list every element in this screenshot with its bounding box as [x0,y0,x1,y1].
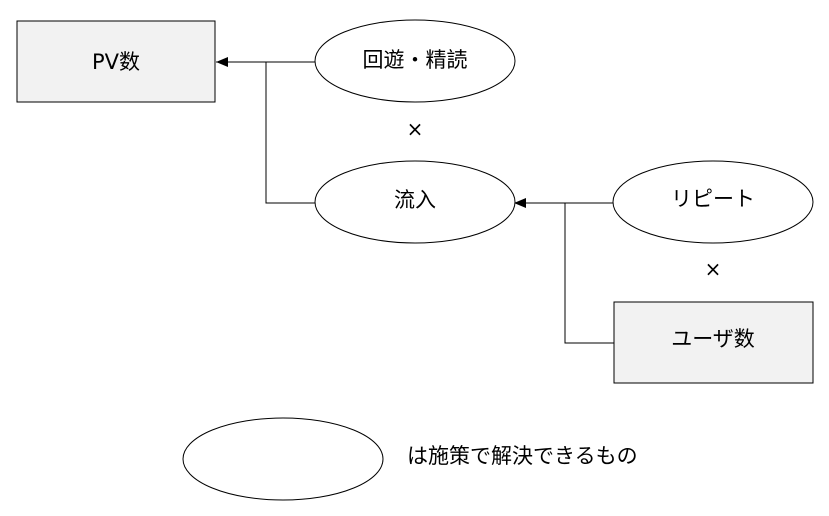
node-kaiyu-seidoku: 回遊・精読 [314,19,516,103]
kaiyu-label: 回遊・精読 [363,48,468,72]
legend-ellipse [182,417,384,501]
ryunyu-ellipse [314,160,516,244]
kaiyu-ellipse [314,19,516,103]
multiply-operator-upper: × [407,117,424,141]
repeat-label: リピート [671,187,755,211]
ryunyu-label: 流入 [394,188,436,212]
node-pv: PV数 [16,20,216,103]
node-users: ユーザ数 [613,301,814,384]
node-ryunyu: 流入 [314,160,516,244]
connector-to-ryunyu [564,202,614,344]
legend: は施策で解決できるもの [182,417,638,501]
users-label: ユーザ数 [671,327,755,351]
pv-box [16,20,216,103]
pv-label: PV数 [92,50,140,74]
connector-to-pv [265,61,315,204]
legend-text: は施策で解決できるもの [407,444,638,468]
users-box [613,301,814,384]
node-repeat: リピート [612,160,814,244]
multiply-operator-lower: × [705,257,722,281]
repeat-ellipse [612,160,814,244]
